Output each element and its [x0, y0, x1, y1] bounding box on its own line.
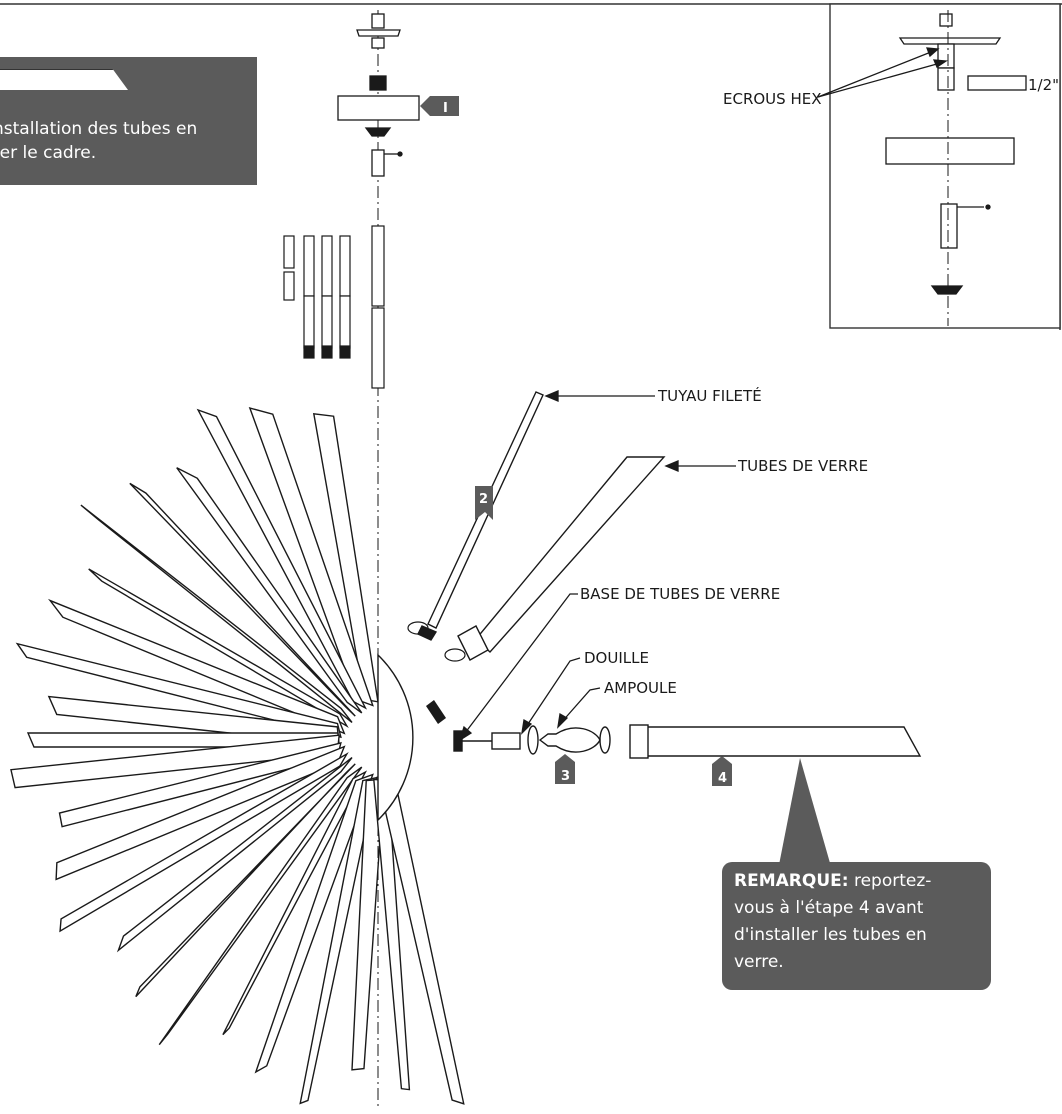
label-half-inch: 1/2": [1028, 76, 1059, 94]
remark-line-4: verre.: [734, 952, 784, 972]
remark-lead: REMARQUE:: [734, 871, 849, 891]
glass-tube-horizontal: [629, 724, 922, 759]
glass-tube: [248, 407, 374, 707]
label-douille: DOUILLE: [584, 649, 649, 667]
glass-tube: [222, 770, 368, 1036]
leader-lines: [458, 47, 948, 742]
glass-tube: [299, 776, 378, 1105]
top-note-tab: [0, 69, 128, 90]
top-note-line-2: ter le cadre.: [0, 143, 97, 163]
hub-sphere: [377, 653, 414, 822]
glass-tube: [88, 568, 349, 729]
step-4-badge: [712, 756, 732, 786]
remark-line-2: vous à l'étape 4 avant: [734, 898, 924, 918]
washer-2: [444, 648, 466, 662]
step-2-badge: [475, 486, 493, 520]
glass-tube: [254, 773, 374, 1074]
washer-1: [407, 621, 429, 635]
threaded-pipes: [283, 225, 385, 389]
label-ecrous-hex: ECROUS HEX: [723, 90, 821, 108]
label-ampoule: AMPOULE: [604, 679, 677, 697]
canopy-assembly: [337, 13, 420, 177]
glass-tube: [158, 766, 363, 1046]
glass-tube: [116, 756, 353, 953]
label-base-de-tubes: BASE DE TUBES DE VERRE: [580, 585, 780, 603]
glass-tube: [176, 467, 363, 714]
glass-tube: [135, 763, 356, 998]
inset-parts: [885, 13, 1027, 295]
glass-tube: [80, 504, 353, 724]
remark-pointer: [778, 758, 832, 870]
top-note-box: nstallation des tubes en ter le cadre.: [0, 57, 257, 185]
step-4-label: 4: [718, 771, 727, 786]
top-note-line-1: nstallation des tubes en: [0, 119, 198, 139]
glass-tube-fan: [10, 407, 465, 1105]
socket-assembly: [453, 725, 611, 755]
glass-tube: [351, 778, 385, 1071]
step-1-badge: [420, 96, 459, 116]
glass-tube-right: [457, 456, 666, 661]
glass-tube: [129, 482, 356, 717]
glass-tube: [15, 642, 342, 739]
label-tubes-de-verre: TUBES DE VERRE: [737, 457, 868, 475]
step-2-label: 2: [479, 492, 488, 507]
step-3-label: 3: [561, 769, 570, 784]
step-3-badge: [555, 754, 575, 784]
tube-base-ring: [426, 700, 446, 724]
label-tuyau-filete: TUYAU FILETÉ: [657, 386, 762, 405]
step-1-label: I: [443, 101, 448, 116]
glass-tube: [312, 412, 379, 703]
glass-tube: [196, 408, 368, 710]
remark-line-1: reportez-: [848, 871, 932, 891]
glass-tube: [59, 752, 349, 933]
glass-tube: [48, 598, 346, 735]
remark-box: REMARQUE: reportez- vous à l'étape 4 ava…: [722, 862, 991, 990]
remark-line-3: d'installer les tubes en: [734, 925, 927, 945]
